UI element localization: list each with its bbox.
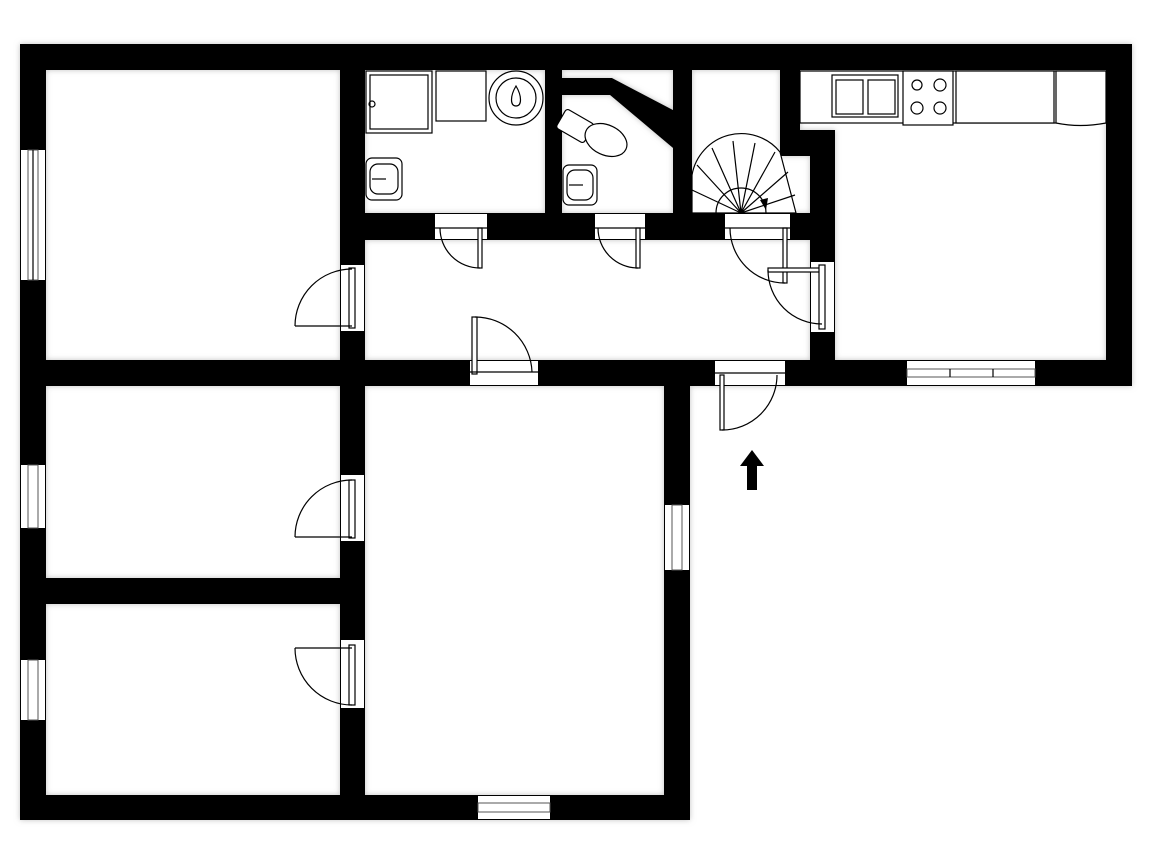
- stove-icon: [902, 70, 954, 126]
- toilet-icon: [556, 108, 628, 158]
- walls: [20, 44, 1132, 820]
- cabinet: [435, 70, 487, 122]
- windows: [21, 149, 1036, 819]
- spiral-stairs-icon: [691, 133, 797, 214]
- bathroom-fixtures: [365, 70, 628, 206]
- sink-icon: [365, 157, 403, 201]
- sink-icon: [562, 164, 598, 206]
- doors: [294, 214, 834, 708]
- shower-icon: [365, 70, 433, 134]
- entrance-arrow-icon: [740, 450, 764, 490]
- kitchen-counter-icon: [799, 70, 1107, 127]
- boiler-icon: [488, 70, 544, 126]
